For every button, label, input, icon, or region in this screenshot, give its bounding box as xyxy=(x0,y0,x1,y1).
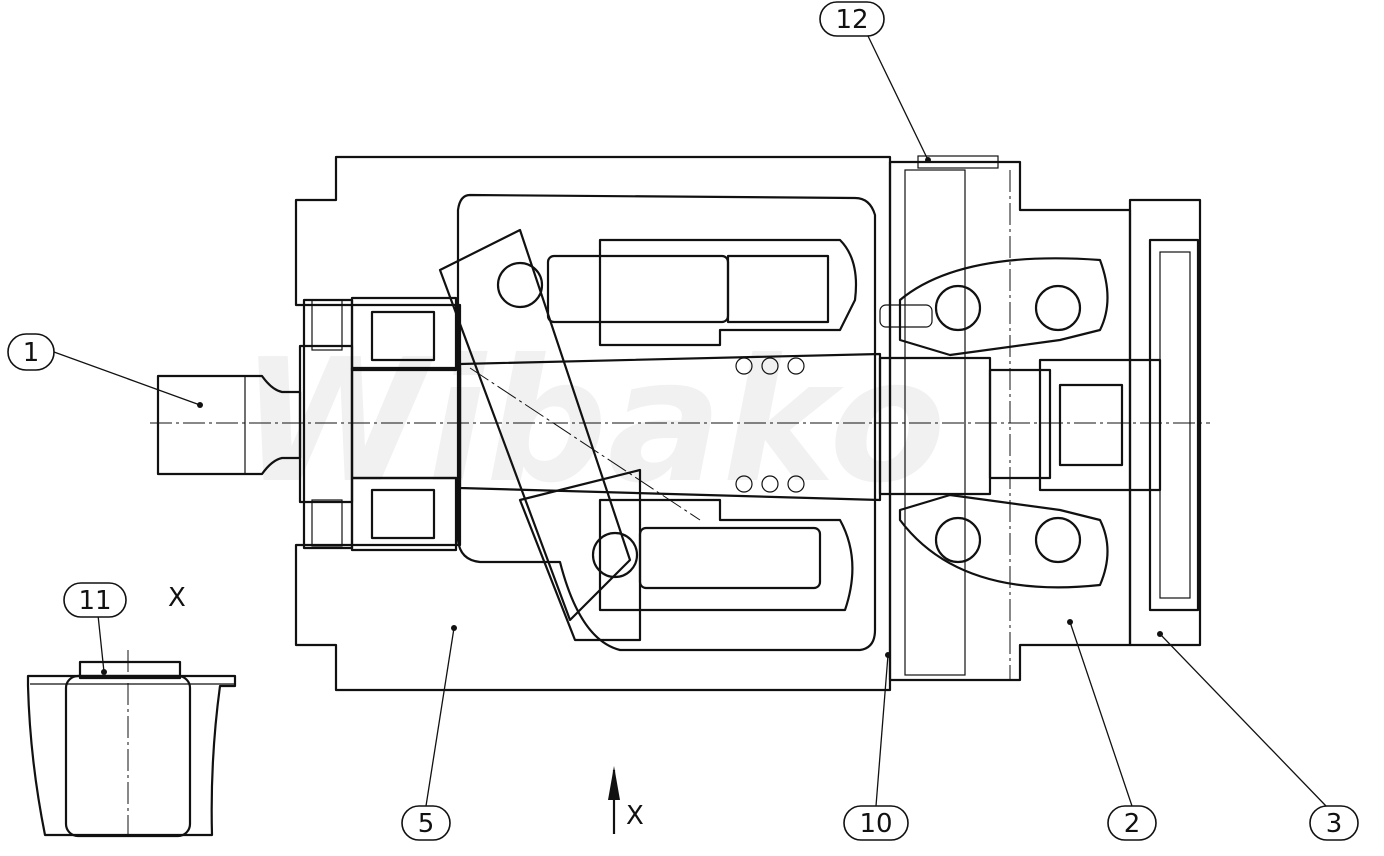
detail-view-label: X xyxy=(168,583,186,613)
callout-12-label: 12 xyxy=(835,5,868,35)
callout-11: 11 xyxy=(63,582,127,618)
swash-centerline xyxy=(469,367,701,521)
callout-1: 1 xyxy=(7,333,55,371)
view-arrow-label: X xyxy=(626,801,644,831)
callout-10: 10 xyxy=(843,805,909,841)
detail-view-x xyxy=(26,650,237,840)
view-arrow xyxy=(608,766,620,834)
callout-2-label: 2 xyxy=(1124,809,1141,839)
callout-11-label: 11 xyxy=(78,586,111,616)
callout-2: 2 xyxy=(1107,805,1157,841)
charge-pump-flange xyxy=(1038,198,1202,647)
callout-5-label: 5 xyxy=(418,809,435,839)
callout-5: 5 xyxy=(401,805,451,841)
drive-shaft xyxy=(156,344,1052,504)
callout-1-label: 1 xyxy=(23,338,40,368)
callout-3-label: 3 xyxy=(1326,809,1343,839)
callout-3: 3 xyxy=(1309,805,1359,841)
callout-12: 12 xyxy=(819,1,885,37)
callout-10-label: 10 xyxy=(859,809,892,839)
housing-body xyxy=(294,155,892,692)
swash-plate xyxy=(438,228,642,642)
cylinder-block xyxy=(496,238,858,612)
leader-lines xyxy=(53,35,1327,807)
